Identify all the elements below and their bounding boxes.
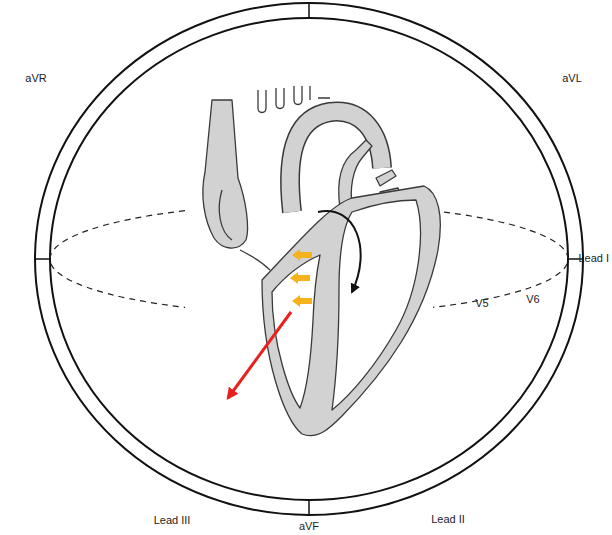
lead-label: V6 [526, 293, 539, 305]
lead-label: V5 [475, 297, 488, 309]
lead-label: Lead II [431, 513, 465, 525]
vector-arrow [228, 312, 291, 398]
inner-ring [50, 18, 568, 500]
heart-illustration [203, 86, 440, 436]
lead-label: aVR [25, 72, 46, 84]
outer-ring [35, 3, 583, 515]
ring-ticks [35, 3, 583, 515]
lead-label: Lead III [154, 514, 191, 526]
septal-arrows [290, 249, 312, 307]
lead-label: aVL [562, 72, 582, 84]
activation-arrow [318, 211, 361, 292]
lead-label: aVF [299, 520, 319, 532]
lead-label: Lead I [578, 252, 609, 264]
